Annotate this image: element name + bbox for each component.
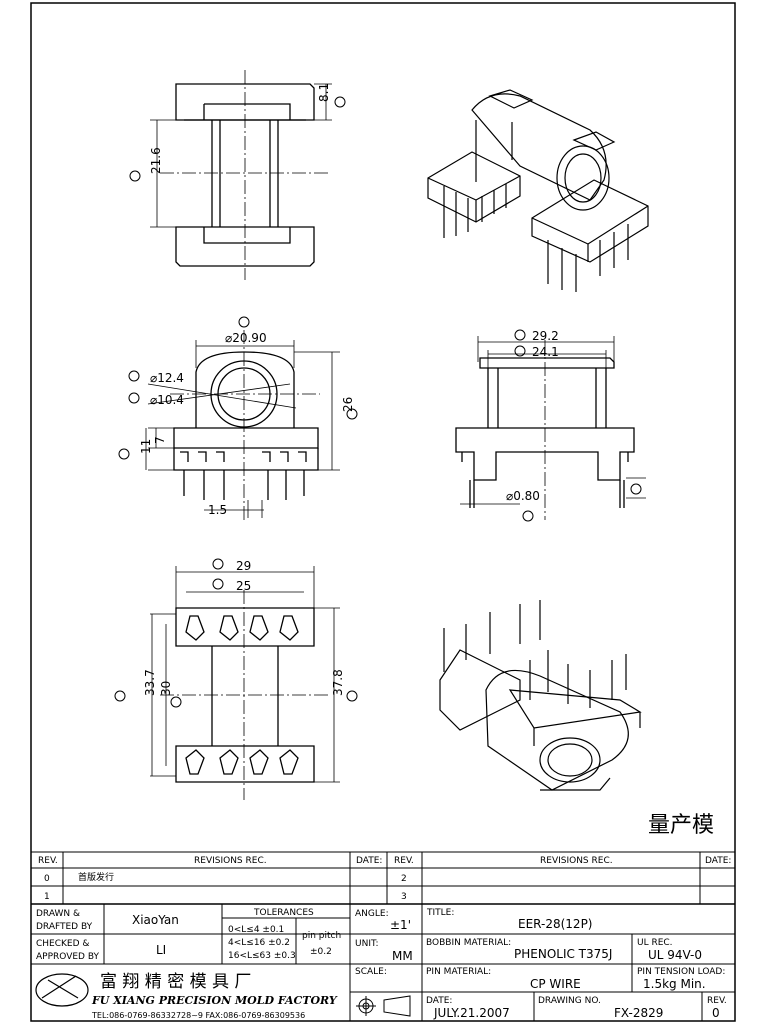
tolerances-label: TOLERANCES <box>253 908 314 918</box>
side-height-marker <box>346 408 358 420</box>
pin-tension-label: PIN TENSION LOAD: <box>637 967 725 977</box>
pin-pitch-value: ±0.2 <box>310 947 332 957</box>
bottom-length-337-label: 33.7 <box>143 669 157 696</box>
rev-row-2-rev: 2 <box>401 874 407 884</box>
bobbin-material-value: PHENOLIC T375J <box>514 947 612 961</box>
projection-symbol-icon <box>356 995 411 1017</box>
side-dim11-label: 11 <box>139 439 153 454</box>
revisions-table <box>31 851 735 905</box>
front-width-label: 21.6 <box>149 147 163 174</box>
pin-material-value: CP WIRE <box>530 977 581 991</box>
side-dim7-label: 7 <box>153 436 167 444</box>
front-height-label: 8.1 <box>317 83 331 102</box>
front-width-marker <box>129 170 141 182</box>
bobbin-material-label: BOBBIN MATERIAL: <box>426 938 511 948</box>
checked-value: LI <box>156 943 166 957</box>
isometric-view-top <box>427 89 649 292</box>
bottom-width-outer-label: 29 <box>236 559 251 573</box>
side-diam-top-marker <box>238 316 250 328</box>
date-header-left: DATE: <box>356 856 382 866</box>
rev-row-3-rev: 3 <box>401 892 407 902</box>
date-header-right: DATE: <box>705 856 731 866</box>
rev-label: REV. <box>707 996 727 1006</box>
pin-pitch-label: pin pitch <box>302 931 341 941</box>
side-view <box>145 330 340 520</box>
drawn-label-2: DRAFTED BY <box>36 922 93 932</box>
isometric-view-bottom <box>439 600 642 791</box>
ul-rec-value: UL 94V-0 <box>648 948 702 962</box>
elevation-view <box>455 336 646 520</box>
elev-pin-marker <box>522 510 534 522</box>
side-diam-inner-label: ⌀10.4 <box>150 393 184 407</box>
rev-row-0-text: 首版发行 <box>78 871 114 883</box>
angle-label: ANGLE: <box>355 909 389 919</box>
bottom-length-337-marker <box>114 690 126 702</box>
side-pitch-label: 1.5 <box>208 503 227 517</box>
tol-row-2: 4<L≤16 ±0.2 <box>228 938 290 948</box>
checked-label-2: APPROVED BY <box>36 952 100 962</box>
side-height-label: 26 <box>341 397 355 412</box>
front-height-marker <box>334 96 346 108</box>
drawing-no-value: FX-2829 <box>614 1006 663 1020</box>
bottom-view <box>150 566 340 800</box>
side-diam-inner-marker <box>128 392 140 404</box>
company-en-name: FU XIANG PRECISION MOLD FACTORY <box>91 994 338 1007</box>
drawing-no-label: DRAWING NO. <box>538 996 601 1006</box>
title-label: TITLE: <box>426 908 454 918</box>
rev-header-right: REV. <box>394 856 414 866</box>
revisions-header-right: REVISIONS REC. <box>540 856 613 866</box>
elev-width-inner-label: 24.1 <box>532 345 559 359</box>
company-cn-name: 富 翔 精 密 模 具 厂 <box>100 972 251 992</box>
sheet-border <box>30 2 736 1022</box>
side-dim11-marker <box>118 448 130 460</box>
elev-width-inner-marker <box>514 345 526 357</box>
company-contact: TEL:086-0769-86332728~9 FAX:086-0769-863… <box>91 1011 305 1020</box>
title-value: EER-28(12P) <box>518 917 592 931</box>
drawn-label-1: DRAWN & <box>36 909 80 919</box>
tol-row-1: 0<L≤4 ±0.1 <box>228 925 284 935</box>
unit-label: UNIT: <box>355 939 379 949</box>
rev-row-1-rev: 1 <box>44 892 50 902</box>
side-diam-top-label: ⌀20.90 <box>225 331 267 345</box>
rev-value: 0 <box>712 1006 720 1020</box>
bottom-width-outer-marker <box>212 558 224 570</box>
bottom-length-30-label: 30 <box>159 681 173 696</box>
date-label: DATE: <box>426 996 452 1006</box>
status-stamp: 量产模 <box>648 813 714 838</box>
elev-width-outer-label: 29.2 <box>532 329 559 343</box>
elev-pin-side-marker <box>630 483 642 495</box>
side-diam-outer-label: ⌀12.4 <box>150 371 184 385</box>
elev-width-outer-marker <box>514 329 526 341</box>
scale-label: SCALE: <box>355 967 387 977</box>
angle-value: ±1' <box>390 918 411 932</box>
company-logo-icon <box>35 973 89 1007</box>
drawn-value: XiaoYan <box>132 913 179 927</box>
rev-row-0-rev: 0 <box>44 874 50 884</box>
revisions-header-left: REVISIONS REC. <box>194 856 267 866</box>
tol-row-3: 16<L≤63 ±0.3 <box>228 951 296 961</box>
unit-value: MM <box>392 949 413 963</box>
bottom-width-inner-label: 25 <box>236 579 251 593</box>
bottom-length-378-marker <box>346 690 358 702</box>
side-diam-outer-marker <box>128 370 140 382</box>
elev-pin-diameter-label: ⌀0.80 <box>506 489 540 503</box>
ul-rec-label: UL REC. <box>637 938 673 948</box>
checked-label-1: CHECKED & <box>36 939 89 949</box>
front-view <box>150 70 332 280</box>
bottom-length-30-marker <box>170 696 182 708</box>
pin-material-label: PIN MATERIAL: <box>426 967 491 977</box>
pin-tension-value: 1.5kg Min. <box>643 977 706 991</box>
date-value: JULY.21.2007 <box>433 1006 510 1020</box>
title-block-grid <box>31 904 735 1021</box>
rev-header-left: REV. <box>38 856 58 866</box>
bottom-width-inner-marker <box>212 578 224 590</box>
bottom-length-378-label: 37.8 <box>331 669 345 696</box>
